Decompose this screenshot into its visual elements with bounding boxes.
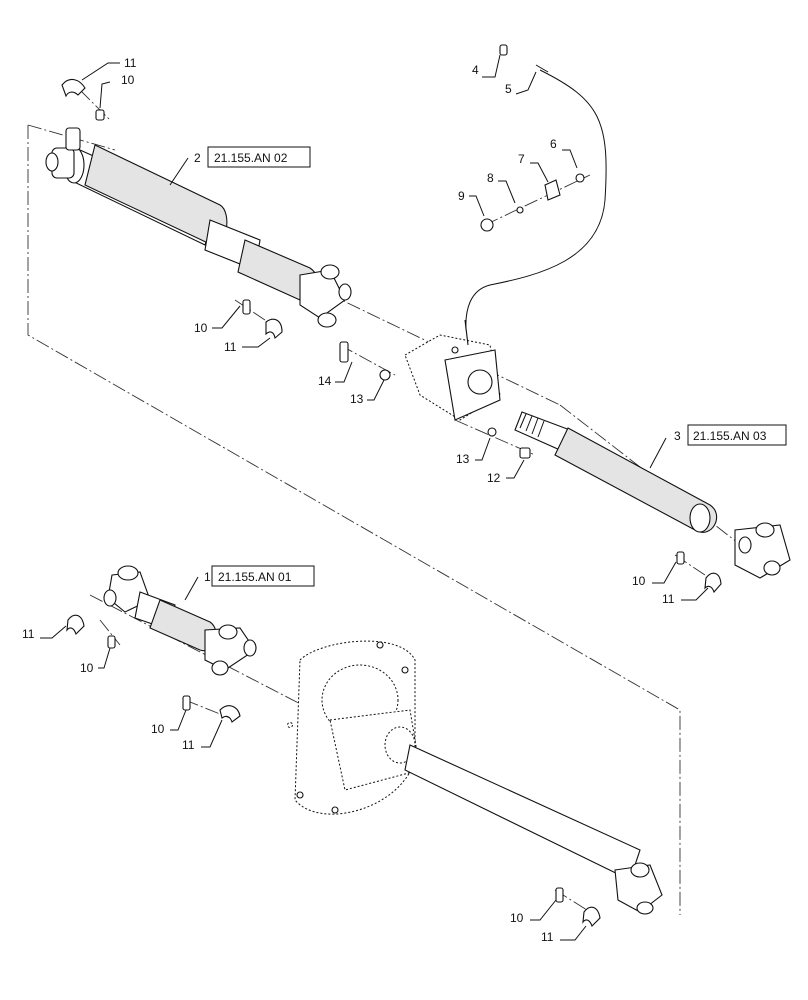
callout-10d: 10 — [80, 661, 94, 675]
callout-12: 12 — [487, 471, 501, 485]
drive-shaft-1 — [103, 565, 257, 676]
callout-3: 3 — [674, 429, 681, 443]
callout-11f: 11 — [541, 930, 554, 944]
callout-13b: 13 — [456, 452, 470, 466]
callouts: 1 2 3 4 5 6 7 8 9 10 11 10 11 — [22, 54, 709, 944]
center-bearing — [404, 319, 501, 421]
grease-cable — [465, 64, 607, 331]
callout-10e: 10 — [151, 722, 165, 736]
ref-label-3: 21.155.AN 03 — [693, 429, 767, 443]
callout-6: 6 — [550, 137, 557, 151]
callout-14: 14 — [318, 374, 332, 388]
callout-8: 8 — [487, 171, 494, 185]
ref-box-21-155-an-02[interactable]: 21.155.AN 02 — [207, 146, 311, 168]
callout-11b: 11 — [224, 340, 237, 354]
callout-11a: 11 — [124, 56, 137, 70]
ref-label-2: 21.155.AN 02 — [214, 151, 288, 165]
callout-11e: 11 — [182, 738, 195, 752]
callout-10c: 10 — [632, 574, 646, 588]
drive-shaft-2 — [45, 127, 352, 328]
ref-box-21-155-an-03[interactable]: 21.155.AN 03 — [687, 424, 787, 446]
callout-10a: 10 — [121, 73, 135, 87]
callout-4: 4 — [472, 63, 479, 77]
drive-shaft-3 — [514, 411, 791, 579]
callout-10f: 10 — [510, 911, 524, 925]
callout-10b: 10 — [194, 321, 208, 335]
callout-5: 5 — [505, 82, 512, 96]
callout-9: 9 — [458, 189, 465, 203]
callout-1: 1 — [204, 570, 211, 584]
callout-11c: 11 — [662, 592, 675, 606]
callout-2: 2 — [194, 151, 201, 165]
ref-label-1: 21.155.AN 01 — [218, 570, 292, 584]
ref-box-21-155-an-01[interactable]: 21.155.AN 01 — [211, 565, 315, 587]
callout-13a: 13 — [350, 392, 364, 406]
callout-11d: 11 — [22, 627, 35, 641]
gearbox-hub — [287, 640, 663, 915]
callout-7: 7 — [518, 152, 525, 166]
hardware — [61, 44, 722, 928]
